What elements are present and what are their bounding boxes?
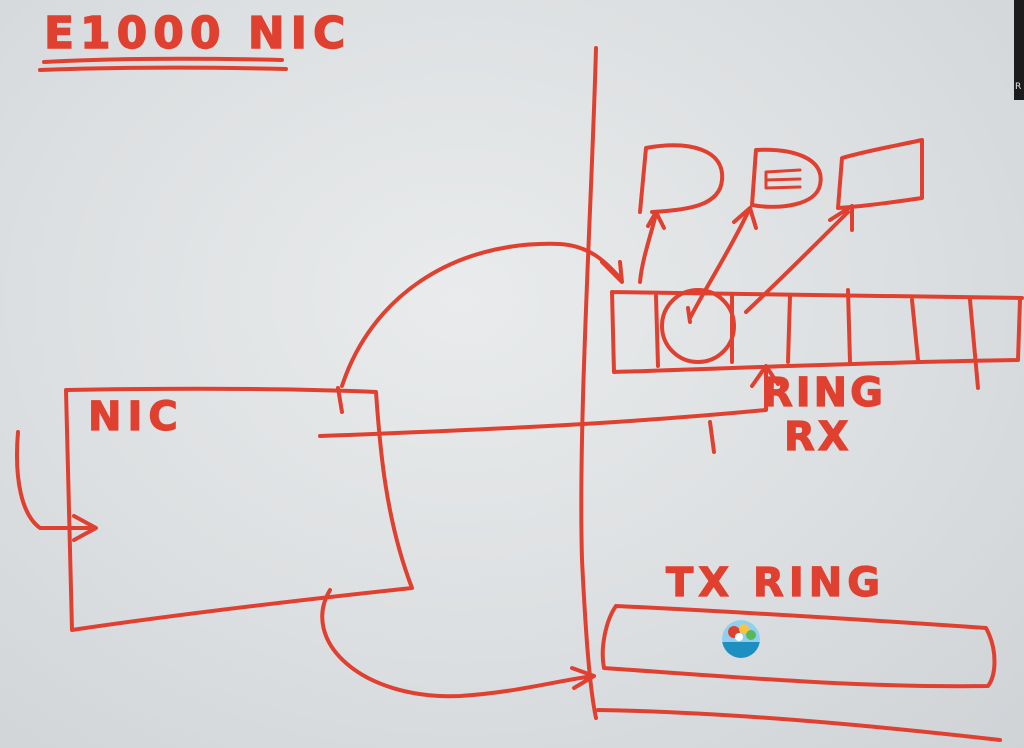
screen-edge-tab-text: R bbox=[1015, 82, 1021, 92]
pointer-arrow-1 bbox=[640, 212, 664, 282]
rx-tick-mark bbox=[710, 422, 714, 452]
tx-ring-label: TX RING bbox=[666, 560, 885, 606]
rx-ring-label-line1: RING bbox=[762, 370, 886, 416]
divider-line bbox=[581, 48, 596, 718]
bottom-stroke bbox=[598, 710, 1000, 740]
title-text: E1000 NIC bbox=[44, 8, 351, 59]
nic-label: NIC bbox=[88, 394, 184, 440]
rx-ring-slot-marker bbox=[688, 308, 690, 322]
rx-ring-label-line2: RX bbox=[784, 414, 852, 460]
buffer-box-1 bbox=[640, 145, 722, 212]
dma-arc-to-rx bbox=[342, 244, 622, 386]
title-underline bbox=[44, 59, 282, 62]
tx-ring-outline bbox=[603, 606, 995, 686]
dma-arc-to-tx bbox=[322, 590, 594, 696]
buffer-box-2-marks bbox=[766, 170, 800, 188]
screen-edge-tab: R bbox=[1014, 0, 1024, 100]
rx-ring-outline bbox=[612, 292, 1022, 372]
buffer-box-3 bbox=[838, 140, 922, 208]
colorful-circle-cursor-icon bbox=[722, 620, 760, 658]
title-underline-2 bbox=[40, 68, 286, 70]
nic-input-arrow bbox=[17, 432, 96, 540]
